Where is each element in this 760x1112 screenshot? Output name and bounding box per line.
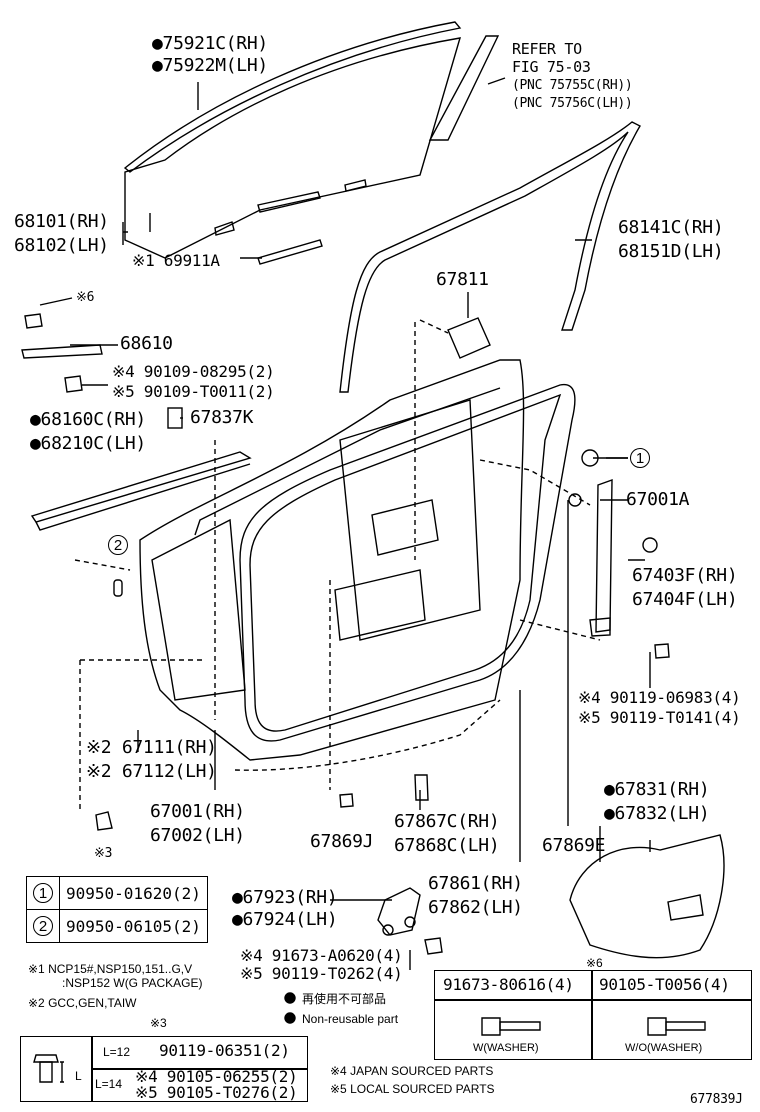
label-67404f: 67404F(LH) (632, 589, 738, 610)
label-67867c: 67867C(RH) (394, 811, 500, 832)
label-68210c: ●68210C(LH) (30, 433, 146, 454)
label-67869e: 67869E (542, 835, 606, 856)
circled-part: 90950-01620(2) (59, 876, 208, 910)
bolt (24, 313, 43, 329)
length-symbol: L (75, 1069, 82, 1083)
bolt-part-local: ※5 90105-T0276(2) (135, 1083, 298, 1102)
label-67001: 67001(RH) (150, 801, 245, 822)
rear-channel (428, 35, 500, 141)
label-68610: 68610 (120, 333, 173, 354)
washer-table: 91673-80616(4) 90105-T0056(4) W(WASHER) … (434, 970, 752, 1060)
label-refer-4: (PNC 75756C(LH)) (512, 96, 633, 111)
bolt-length-table: L L=12 90119-06351(2) L=14 ※4 90105-0625… (20, 1036, 308, 1102)
bolt-part-jp: ※4 90105-06255(2) (135, 1067, 298, 1086)
label-90119-t0141: ※5 90119-T0141(4) (578, 708, 741, 727)
label-67811: 67811 (436, 269, 489, 290)
note-6: ※6 (586, 956, 603, 970)
label-69911a: ※1 69911A (132, 251, 220, 270)
label-68160c: ●68160C(RH) (30, 409, 146, 430)
label-67001a: 67001A (626, 489, 690, 510)
label-67861: 67861(RH) (428, 873, 523, 894)
bolt-length: L=14 (95, 1077, 123, 1091)
label-refer-1: REFER TO (512, 40, 582, 58)
diagram-id: 677839J (690, 1092, 743, 1107)
label-67923: ●67923(RH) (232, 887, 338, 908)
label-67837k: 67837K (190, 407, 254, 428)
door-panel (139, 359, 525, 761)
label-67111: ※2 67111(RH) (86, 737, 217, 758)
glass-run-top (123, 21, 462, 173)
note-nonreuse-en: Non-reusable part (302, 1012, 399, 1026)
label-90109-08295: ※4 90109-08295(2) (112, 362, 275, 381)
bolt-part: 90119-06351(2) (159, 1041, 290, 1060)
trim-pad (447, 317, 491, 359)
note-4: ※4 JAPAN SOURCED PARTS (330, 1064, 494, 1078)
label-75921c: ●75921C(RH) (152, 33, 268, 54)
note-nonreuse-jp: 再使用不可部品 (302, 992, 387, 1006)
callout-1: 1 (630, 448, 650, 468)
callout-2: 2 (108, 535, 128, 555)
label-67924: ●67924(LH) (232, 909, 338, 930)
label-67869j: 67869J (310, 831, 374, 852)
label-note3-bolt: ※3 (94, 846, 113, 861)
label-68141c: 68141C(RH) (618, 217, 724, 238)
table-row: 1 90950-01620(2) (26, 876, 208, 910)
small-cap (167, 407, 183, 429)
washer-part: 91673-80616(4) (443, 975, 574, 994)
note-5: ※5 LOCAL SOURCED PARTS (330, 1082, 495, 1096)
circled-number: 2 (33, 916, 53, 936)
label-91673-a0620: ※4 91673-A0620(4) (240, 946, 403, 965)
label-67403f: 67403F(RH) (632, 565, 738, 586)
bolt-length: L=12 (103, 1045, 131, 1059)
hinge-bracket (595, 479, 613, 633)
label-67002: 67002(LH) (150, 825, 245, 846)
label-67831: ●67831(RH) (604, 779, 710, 800)
label-refer-2: FIG 75-03 (512, 58, 591, 76)
label-refer-3: (PNC 75755C(RH)) (512, 78, 633, 93)
label-note6-top: ※6 (76, 290, 95, 305)
label-68101: 68101(RH) (14, 211, 109, 232)
door-stopper (377, 887, 421, 936)
washer-caption: W(WASHER) (473, 1042, 539, 1054)
label-67868c: 67868C(LH) (394, 835, 500, 856)
washer-caption: W/O(WASHER) (625, 1042, 703, 1054)
label-90119-06983: ※4 90119-06983(4) (578, 688, 741, 707)
door-weatherstrip (239, 383, 576, 742)
note-2: ※2 GCC,GEN,TAIW (28, 996, 137, 1010)
service-hole-cover (569, 834, 725, 959)
label-68151d: 68151D(LH) (618, 241, 724, 262)
frame-molding (339, 121, 641, 393)
glass-pad-1 (257, 191, 321, 213)
washer-part: 90105-T0056(4) (599, 975, 730, 994)
label-67112: ※2 67112(LH) (86, 761, 217, 782)
label-90119-t0262: ※5 90119-T0262(4) (240, 964, 403, 983)
clip (642, 537, 658, 553)
note-3: ※3 (150, 1016, 167, 1030)
note-1b: :NSP152 W(G PACKAGE) (62, 976, 203, 990)
label-75922m: ●75922M(LH) (152, 55, 268, 76)
circled-number: 1 (33, 883, 53, 903)
glass-pad-2 (257, 239, 323, 265)
belt-molding (30, 451, 252, 523)
label-67832: ●67832(LH) (604, 803, 710, 824)
table-row: 2 90950-06105(2) (26, 909, 208, 943)
label-68102: 68102(LH) (14, 235, 109, 256)
circled-parts-table: 1 90950-01620(2) 2 90950-06105(2) (26, 876, 208, 943)
door-glass (124, 37, 461, 259)
label-67862: 67862(LH) (428, 897, 523, 918)
label-90109-t0011: ※5 90109-T0011(2) (112, 382, 275, 401)
circled-part: 90950-06105(2) (59, 909, 208, 943)
note-1a: ※1 NCP15#,NSP150,151..G,V (28, 962, 193, 976)
